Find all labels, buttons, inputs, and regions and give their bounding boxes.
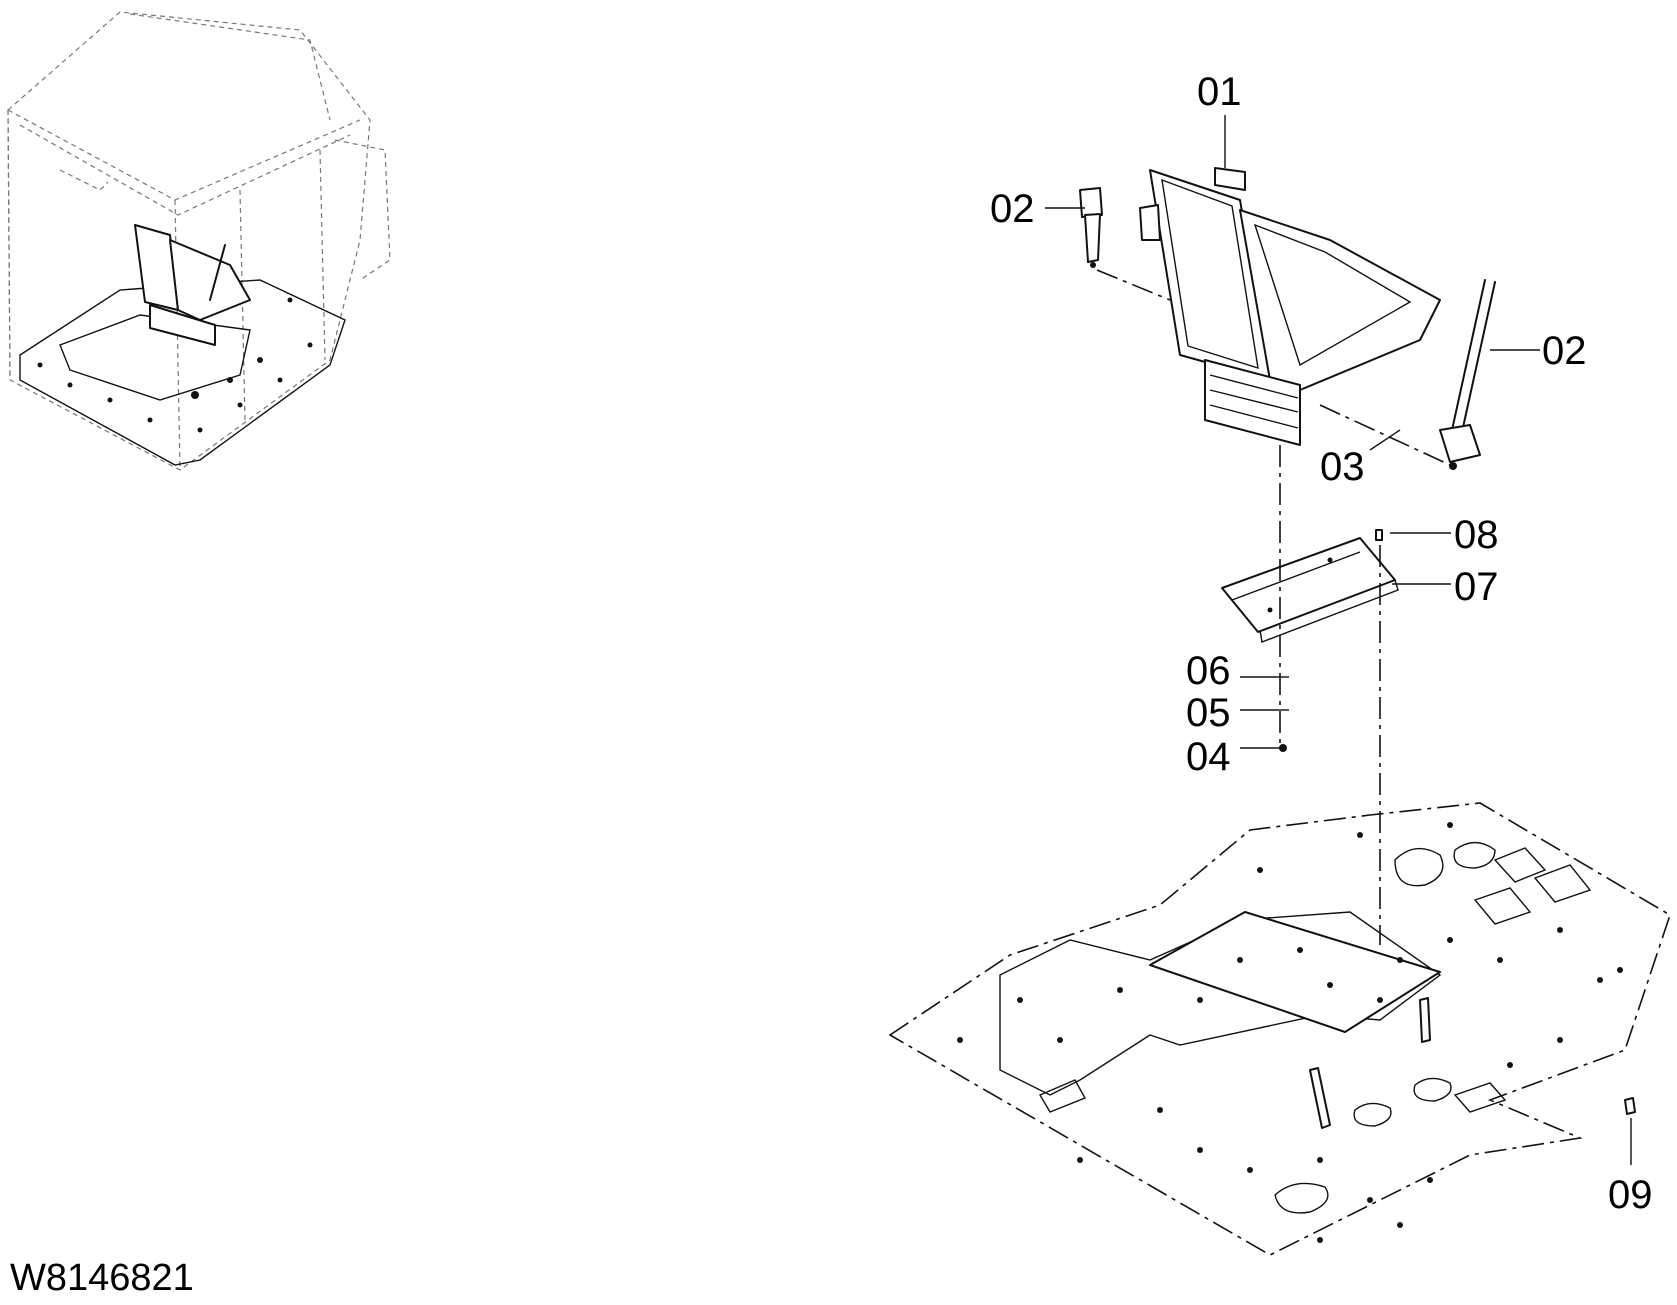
seat-mounting-plate [1221,537,1399,643]
callout-09: 09 [1608,1173,1653,1217]
seat-belt-buckle-left [1079,187,1103,268]
fastener-hardware [1277,529,1636,1115]
assembly-centerlines [1096,269,1451,945]
callout-04: 04 [1186,735,1231,779]
bolt-08 [1375,529,1383,541]
cab-overview-illustration [7,11,391,471]
callout-03: 03 [1320,445,1365,489]
callout-06: 06 [1186,649,1231,693]
callout-01: 01 [1197,70,1242,114]
cab-floor-plate [888,802,1671,1256]
bolt-04 [1279,744,1287,752]
callout-labels: 01 02 02 03 04 05 06 07 08 09 [990,70,1653,1217]
seat-belt-retractor-right [1439,279,1496,470]
callout-05: 05 [1186,691,1231,735]
operator-seat [1139,167,1441,446]
callout-02-left: 02 [990,187,1035,231]
callout-02-right: 02 [1542,329,1587,373]
plug-09 [1624,1097,1636,1115]
callout-08: 08 [1454,513,1499,557]
leader-lines [1045,115,1632,1165]
drawing-code: W8146821 [10,1257,194,1299]
callout-07: 07 [1454,565,1499,609]
